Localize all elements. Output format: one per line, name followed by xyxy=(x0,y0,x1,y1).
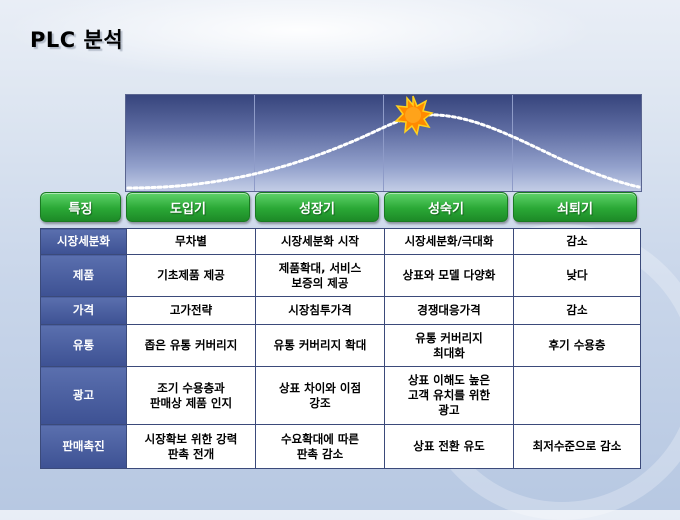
table-cell: 고가전략 xyxy=(126,296,256,325)
table-cell: 최저수준으로 감소 xyxy=(513,424,641,469)
stage-divider xyxy=(254,95,255,191)
table-cell: 유통 커버리지 확대 xyxy=(255,324,385,367)
stage-intro-header: 도입기 xyxy=(126,192,250,222)
table-cell: 감소 xyxy=(513,228,641,255)
row-label-promotion: 판매촉진 xyxy=(40,424,127,469)
plc-curve-line xyxy=(126,113,641,190)
table-cell: 기초제품 제공 xyxy=(126,254,256,297)
table-cell: 상표 전환 유도 xyxy=(384,424,514,469)
stage-divider xyxy=(383,95,384,191)
table-cell: 시장세분화/극대화 xyxy=(384,228,514,255)
table-cell: 후기 수용층 xyxy=(513,324,641,367)
table-cell: 시장세분화 시작 xyxy=(255,228,385,255)
table-row: 광고 조기 수용층과 판매상 제품 인지 상표 차이와 이점 강조 상표 이해도… xyxy=(40,366,641,425)
row-label-segmentation: 시장세분화 xyxy=(40,228,127,255)
table-cell: 상표와 모델 다양화 xyxy=(384,254,514,297)
row-label-price: 가격 xyxy=(40,296,127,325)
table-cell: 상표 차이와 이점 강조 xyxy=(255,366,385,425)
table-row: 판매촉진 시장확보 위한 강력 판촉 전개 수요확대에 따른 판촉 감소 상표 … xyxy=(40,424,641,469)
table-row: 유통 좁은 유통 커버리지 유통 커버리지 확대 유통 커버리지 최대화 후기 … xyxy=(40,324,641,367)
table-cell: 조기 수용층과 판매상 제품 인지 xyxy=(126,366,256,425)
table-cell: 상표 이해도 높은 고객 유치를 위한 광고 xyxy=(384,366,514,425)
table-cell: 유통 커버리지 최대화 xyxy=(384,324,514,367)
stage-growth-header: 성장기 xyxy=(255,192,379,222)
table-cell: 좁은 유통 커버리지 xyxy=(126,324,256,367)
plc-analysis-table: 시장세분화 무차별 시장세분화 시작 시장세분화/극대화 감소 제품 기초제품 … xyxy=(40,228,641,469)
table-cell: 시장확보 위한 강력 판촉 전개 xyxy=(126,424,256,469)
row-label-distribution: 유통 xyxy=(40,324,127,367)
stage-divider xyxy=(512,95,513,191)
table-cell: 낮다 xyxy=(513,254,641,297)
row-label-product: 제품 xyxy=(40,254,127,297)
table-cell: 감소 xyxy=(513,296,641,325)
table-cell: 제품확대, 서비스 보증의 제공 xyxy=(255,254,385,297)
stage-decline-header: 쇠퇴기 xyxy=(513,192,637,222)
table-row: 시장세분화 무차별 시장세분화 시작 시장세분화/극대화 감소 xyxy=(40,228,641,255)
table-cell: 무차별 xyxy=(126,228,256,255)
row-label-advertising: 광고 xyxy=(40,366,127,425)
page-title: PLC 분석 xyxy=(30,28,124,52)
table-row: 제품 기초제품 제공 제품확대, 서비스 보증의 제공 상표와 모델 다양화 낮… xyxy=(40,254,641,297)
table-cell: 수요확대에 따른 판촉 감소 xyxy=(255,424,385,469)
plc-curve xyxy=(126,95,641,190)
table-cell: 경쟁대응가격 xyxy=(384,296,514,325)
stage-maturity-header: 성숙기 xyxy=(384,192,508,222)
stage-header-row: 특징 도입기 성장기 성숙기 쇠퇴기 xyxy=(40,192,640,222)
table-row: 가격 고가전략 시장침투가격 경쟁대응가격 감소 xyxy=(40,296,641,325)
plc-curve-panel xyxy=(125,94,642,192)
table-cell: 시장침투가격 xyxy=(255,296,385,325)
sun-burst-icon xyxy=(394,95,434,136)
feature-header: 특징 xyxy=(40,192,121,222)
table-cell xyxy=(513,366,641,425)
